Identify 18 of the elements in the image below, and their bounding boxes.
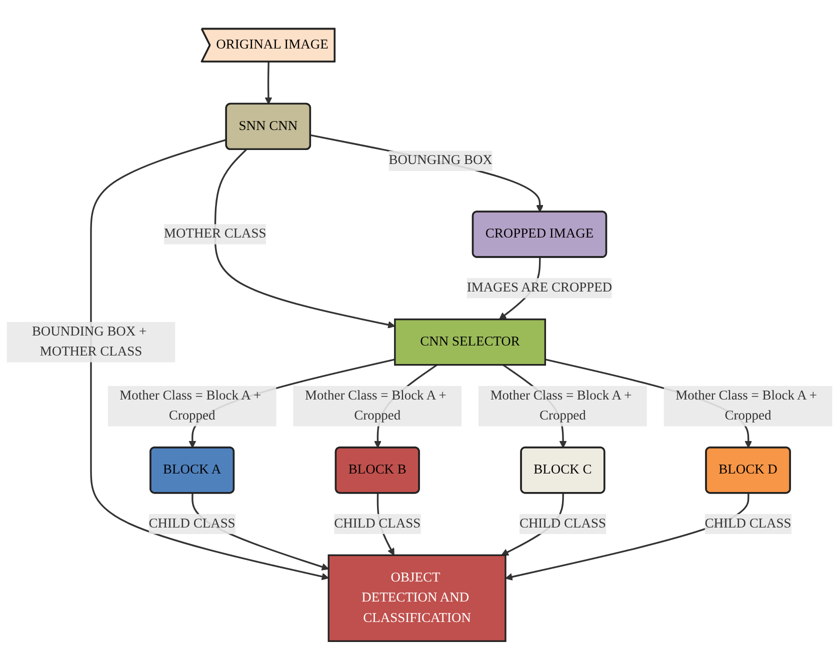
- edge-label: Mother Class = Block A + Cropped: [305, 388, 446, 424]
- arrow: [214, 149, 396, 328]
- edge-label: CHILD CLASS: [334, 516, 421, 531]
- edge-label: CHILD CLASS: [148, 516, 236, 531]
- edge-label: BOUNDING BOX + MOTHER CLASS: [32, 324, 147, 360]
- edge-label: MOTHER CLASS: [164, 226, 266, 242]
- node-box: CNN SELECTOR: [394, 318, 546, 366]
- edge-label: CHILD CLASS: [519, 516, 606, 531]
- edge-label: Mother Class = Block A + Cropped: [120, 388, 262, 424]
- node-box: OBJECT DETECTION AND CLASSIFICATION: [328, 554, 506, 642]
- edge-label: Mother Class = Block A + Cropped: [490, 388, 632, 424]
- edge-label: CHILD CLASS: [704, 516, 792, 531]
- arrow: [505, 493, 750, 581]
- edge-label: IMAGES ARE CROPPED: [466, 280, 612, 295]
- edge-label: BOUNGING BOX: [388, 153, 492, 168]
- arrow: [264, 62, 272, 105]
- edge-label: Mother Class = Block A + Cropped: [676, 388, 818, 424]
- arrow: [310, 134, 544, 212]
